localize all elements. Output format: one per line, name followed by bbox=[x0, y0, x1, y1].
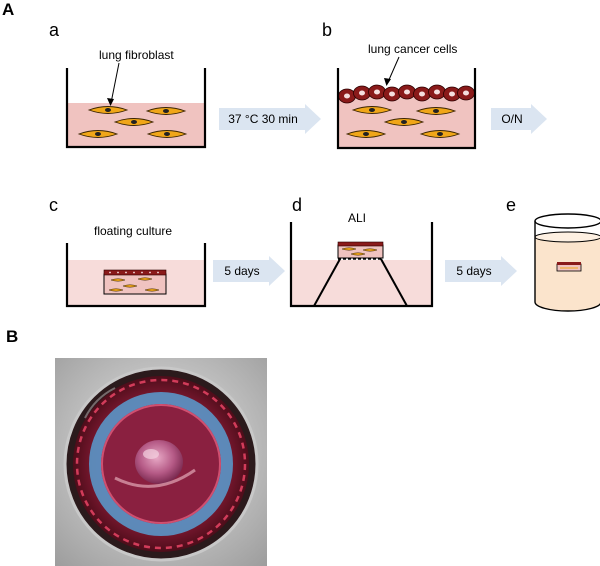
arrow-label-a-to-b: 37 °C 30 min bbox=[228, 112, 298, 126]
culture-medium-d bbox=[291, 260, 432, 306]
panel-label-a: A bbox=[2, 0, 15, 19]
arrow-b-next: O/N bbox=[491, 104, 547, 134]
arrow-d-to-e: 5 days bbox=[445, 256, 517, 286]
well-wall-d bbox=[289, 222, 434, 308]
well-b bbox=[336, 56, 477, 150]
insert-stand-d bbox=[313, 258, 408, 307]
label-floating-culture: floating culture bbox=[94, 224, 173, 238]
label-lung-fibroblast: lung fibroblast bbox=[99, 48, 174, 62]
arrow-shape-a-to-b bbox=[219, 104, 321, 134]
tube-rim bbox=[534, 213, 600, 229]
step-label-e: e bbox=[506, 195, 517, 215]
well-wall-a bbox=[65, 68, 207, 149]
well-a bbox=[65, 62, 207, 149]
well-wall-b bbox=[336, 68, 477, 150]
tube-e bbox=[534, 213, 600, 312]
arrow-label-d-to-e: 5 days bbox=[456, 264, 492, 278]
arrow-label-b-next: O/N bbox=[501, 112, 523, 126]
well-d bbox=[289, 222, 434, 308]
pointer-arrow-cancer bbox=[384, 56, 400, 86]
tube-wall bbox=[534, 221, 600, 312]
step-label-d: d bbox=[292, 195, 303, 215]
ali-tissue-d bbox=[337, 241, 384, 259]
label-ali: ALI bbox=[348, 211, 367, 225]
floating-tissue-c bbox=[103, 269, 167, 295]
arrow-shape-b-next bbox=[491, 104, 547, 134]
label-lung-cancer-cells: lung cancer cells bbox=[368, 42, 458, 56]
well-wall-c bbox=[65, 243, 207, 308]
arrow-shape-c-to-d bbox=[213, 256, 285, 286]
panel-label-b: B bbox=[6, 327, 19, 346]
tube-liquid bbox=[535, 237, 600, 311]
tube-tissue-e bbox=[556, 262, 582, 272]
pointer-arrow-fibroblast bbox=[107, 62, 120, 106]
step-label-c: c bbox=[49, 195, 58, 215]
arrow-a-to-b: 37 °C 30 min bbox=[219, 104, 321, 134]
arrow-c-to-d: 5 days bbox=[213, 256, 285, 286]
arrow-shape-d-to-e bbox=[445, 256, 517, 286]
step-label-a: a bbox=[49, 20, 60, 40]
well-c bbox=[65, 243, 207, 308]
arrow-label-c-to-d: 5 days bbox=[224, 264, 260, 278]
step-label-b: b bbox=[322, 20, 333, 40]
culture-insert-photo bbox=[55, 358, 267, 566]
